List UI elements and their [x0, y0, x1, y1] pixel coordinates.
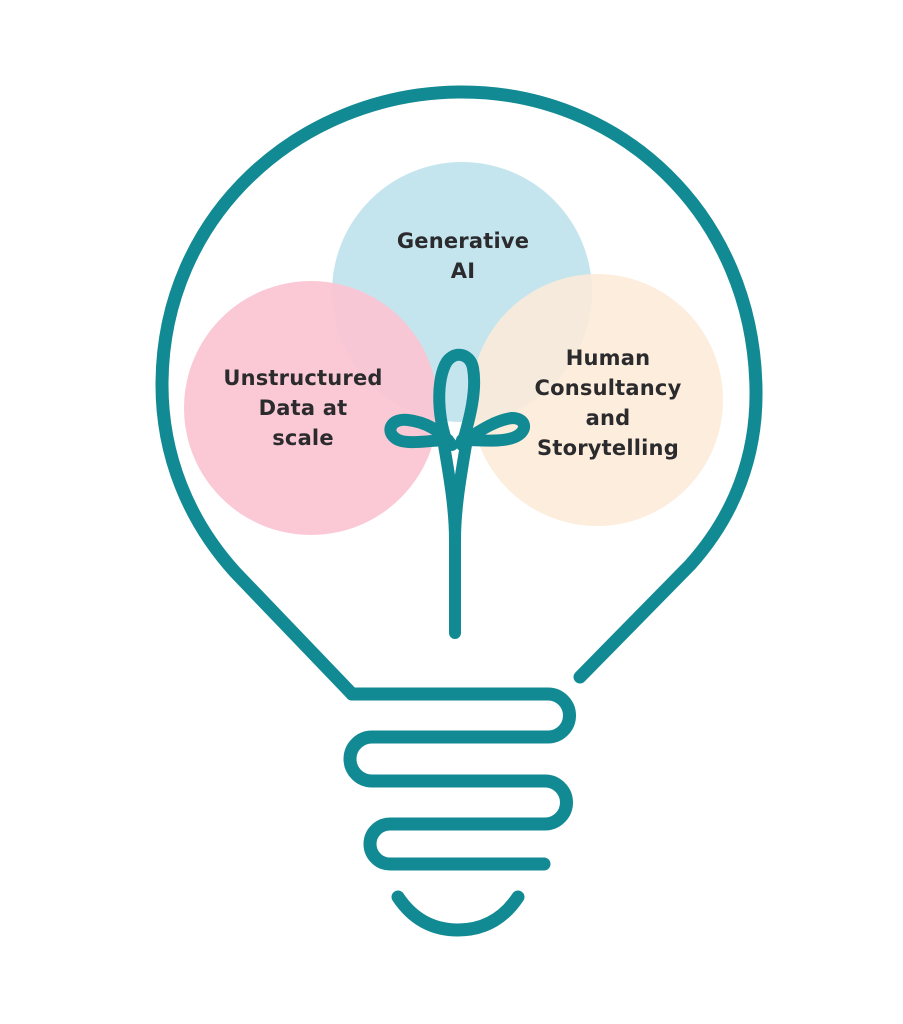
label-line: Consultancy: [534, 376, 682, 400]
bulb-tip-arc: [391, 890, 525, 937]
circle-human-consultancy: [471, 274, 723, 526]
label-line: Storytelling: [537, 436, 679, 460]
label-line: Generative: [396, 229, 530, 253]
label-line: Data at: [258, 396, 348, 420]
sprout-icon: [384, 348, 530, 639]
label-unstructured-data: Unstructured Data at scale: [203, 363, 403, 453]
label-line: and: [585, 406, 631, 430]
label-line: Unstructured: [223, 366, 383, 390]
label-human-consultancy: Human Consultancy and Storytelling: [508, 343, 708, 463]
lightbulb-outline-icon: [155, 85, 763, 701]
venn-circles: [184, 162, 723, 535]
label-line: AI: [450, 259, 476, 283]
label-line: Human: [565, 346, 651, 370]
label-line: scale: [272, 426, 334, 450]
label-generative-ai: Generative AI: [363, 226, 563, 286]
bulb-base-icon: [343, 687, 576, 937]
circle-unstructured-data: [184, 281, 438, 535]
